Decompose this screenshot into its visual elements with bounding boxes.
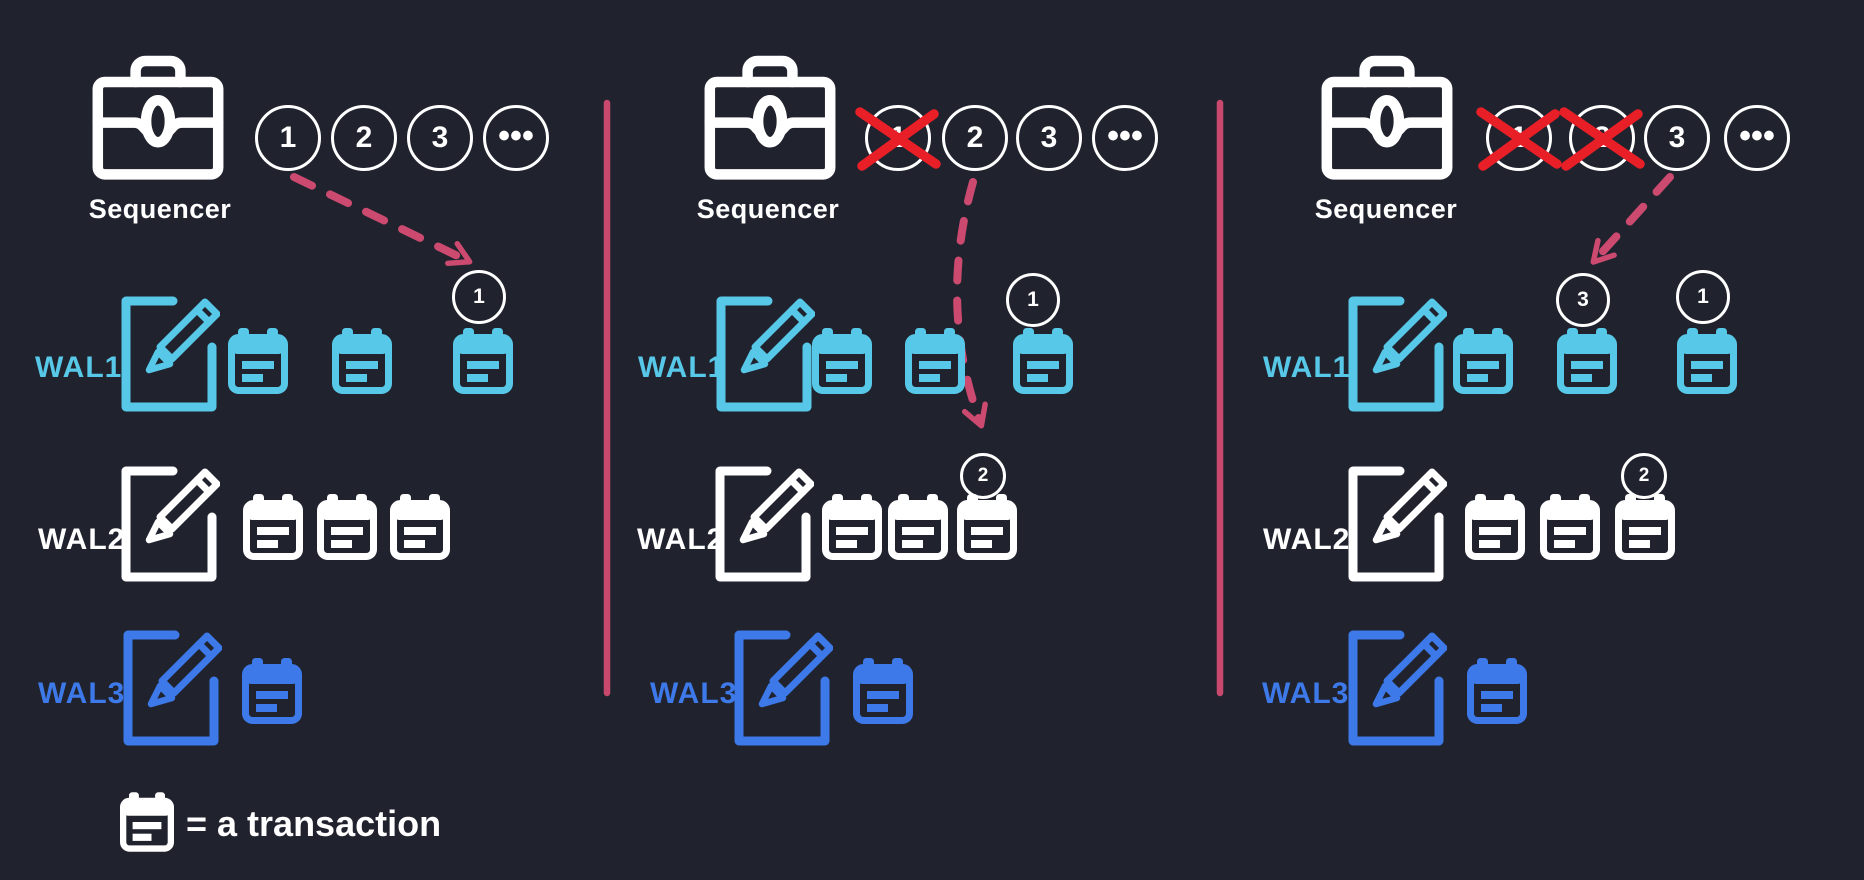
transaction-number-badge: 3 xyxy=(1556,273,1610,327)
wal-label: WAL3 xyxy=(1262,677,1350,710)
transaction-icon xyxy=(888,494,948,560)
ellipsis-icon: ••• xyxy=(1107,117,1143,155)
transaction-number-badge: 1 xyxy=(452,270,506,324)
badge-number: 1 xyxy=(473,285,485,308)
sequencer-briefcase-icon xyxy=(700,44,840,190)
wal-label: WAL3 xyxy=(38,677,126,710)
ellipsis-icon: ••• xyxy=(1739,117,1775,155)
sequencer-label: Sequencer xyxy=(696,194,840,224)
transaction-icon xyxy=(317,494,377,560)
edit-document-icon xyxy=(1345,628,1447,748)
queue-number-circle: 1 xyxy=(255,105,321,171)
queue-number: 2 xyxy=(355,121,373,154)
transaction-icon xyxy=(905,328,965,394)
transaction-icon xyxy=(1465,494,1525,560)
sequencer-label: Sequencer xyxy=(1314,194,1458,224)
wal-label: WAL2 xyxy=(38,523,126,556)
queue-number: 3 xyxy=(1668,121,1686,154)
edit-document-icon xyxy=(120,628,222,748)
transaction-icon xyxy=(812,328,872,394)
transaction-icon xyxy=(243,494,303,560)
badge-number: 1 xyxy=(1697,285,1709,308)
append-arrow-panel1 xyxy=(290,173,473,267)
transaction-icon xyxy=(453,328,513,394)
transaction-icon xyxy=(853,658,913,724)
edit-document-icon xyxy=(712,464,814,584)
transaction-icon xyxy=(957,494,1017,560)
queue-number-circle: 1 xyxy=(1486,105,1552,171)
edit-document-icon xyxy=(1345,464,1447,584)
sequencer-briefcase-icon xyxy=(1317,44,1457,190)
ellipsis-icon: ••• xyxy=(498,117,534,155)
transaction-number-badge: 1 xyxy=(1676,270,1730,324)
queue-ellipsis-circle: ••• xyxy=(1724,105,1790,171)
transaction-icon xyxy=(1013,328,1073,394)
badge-number: 2 xyxy=(977,465,989,486)
queue-number: 3 xyxy=(431,121,449,154)
red-cross-icon xyxy=(1475,102,1563,176)
edit-document-icon xyxy=(118,294,220,414)
transaction-icon xyxy=(390,494,450,560)
edit-document-icon xyxy=(118,464,220,584)
legend-text: = a transaction xyxy=(186,803,442,844)
queue-number-circle: 3 xyxy=(1016,105,1082,171)
badge-number: 1 xyxy=(1027,288,1039,311)
queue-number-circle: 2 xyxy=(1569,105,1635,171)
queue-number: 1 xyxy=(279,121,297,154)
append-arrow-panel2 xyxy=(953,178,988,429)
transaction-icon xyxy=(1615,494,1675,560)
red-cross-icon xyxy=(1558,102,1646,176)
wal-label: WAL3 xyxy=(650,677,738,710)
transaction-icon xyxy=(228,328,288,394)
wal-label: WAL1 xyxy=(1263,351,1351,384)
legend-transaction-icon xyxy=(120,792,174,852)
transaction-icon xyxy=(1677,328,1737,394)
queue-number-circle: 2 xyxy=(942,105,1008,171)
sequencer-briefcase-icon xyxy=(88,44,228,190)
transaction-icon xyxy=(1540,494,1600,560)
wal-label: WAL1 xyxy=(35,351,123,384)
queue-number-circle: 1 xyxy=(865,105,931,171)
queue-number: 3 xyxy=(1040,121,1058,154)
edit-document-icon xyxy=(731,628,833,748)
transaction-number-badge: 1 xyxy=(1006,273,1060,327)
append-arrow-panel3 xyxy=(1590,173,1674,265)
badge-number: 2 xyxy=(1638,465,1650,486)
transaction-number-badge: 2 xyxy=(960,453,1006,499)
queue-number: 2 xyxy=(966,121,984,154)
sequencer-label: Sequencer xyxy=(88,194,232,224)
queue-number-circle: 3 xyxy=(1644,105,1710,171)
edit-document-icon xyxy=(713,294,815,414)
wal-label: WAL2 xyxy=(637,523,725,556)
transaction-icon xyxy=(1453,328,1513,394)
queue-ellipsis-circle: ••• xyxy=(483,105,549,171)
badge-number: 3 xyxy=(1577,288,1589,311)
queue-number-circle: 2 xyxy=(331,105,397,171)
edit-document-icon xyxy=(1345,294,1447,414)
transaction-icon xyxy=(1467,658,1527,724)
transaction-icon xyxy=(1557,328,1617,394)
transaction-icon xyxy=(332,328,392,394)
wal-label: WAL2 xyxy=(1263,523,1351,556)
wal-label: WAL1 xyxy=(638,351,726,384)
red-cross-icon xyxy=(854,102,942,176)
transaction-icon xyxy=(242,658,302,724)
transaction-number-badge: 2 xyxy=(1621,453,1667,499)
queue-number-circle: 3 xyxy=(407,105,473,171)
queue-ellipsis-circle: ••• xyxy=(1092,105,1158,171)
transaction-icon xyxy=(822,494,882,560)
